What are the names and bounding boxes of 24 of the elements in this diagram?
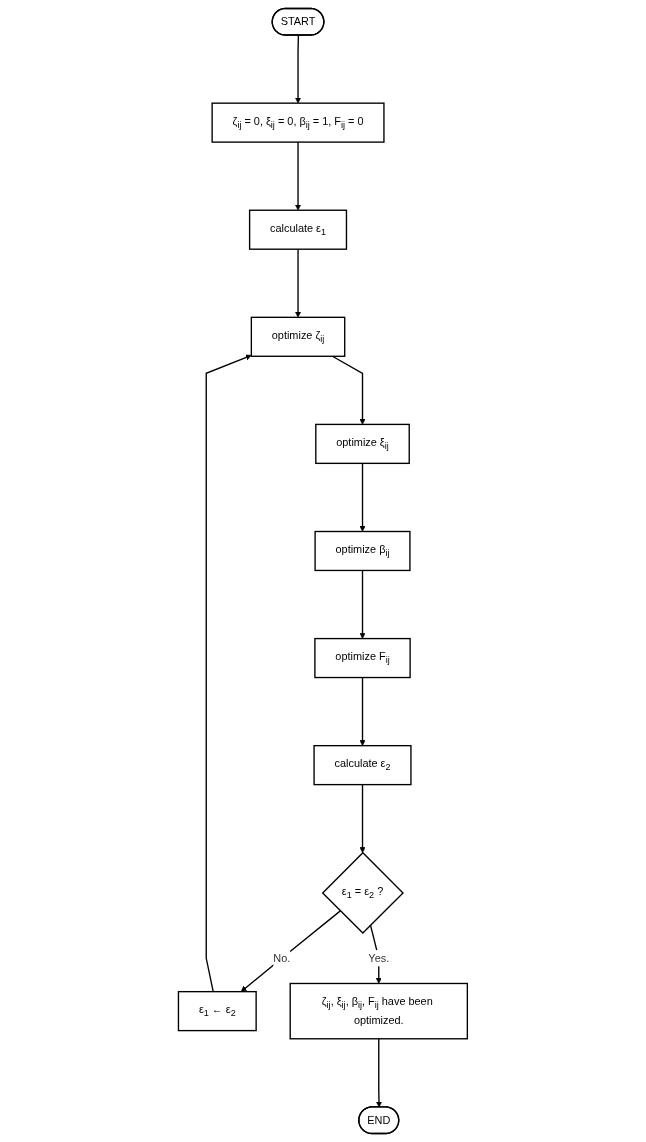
node-box: ζ$_{ij}$ = 0, ξ$_{ij}$ = 0, β$_{ij}$ = 1, F$_{ij}$ = 0: [211, 102, 385, 143]
arrow: [295, 34, 302, 104]
arrow: [295, 141, 302, 211]
node-box: calculate ε$_{2}$: [313, 745, 412, 786]
node-box: ε$_{1}$ ← ε$_{2}$: [177, 991, 257, 1032]
arrow: [359, 569, 366, 639]
node-box: optimize ζ$_{ij}$: [250, 316, 346, 357]
arrow: [359, 783, 366, 854]
edge-label: Yes.: [368, 952, 390, 964]
arrow: [369, 924, 382, 984]
node-box: optimize β$_{ij}$: [314, 530, 411, 572]
arrow: [205, 354, 252, 993]
node-box: optimize ξ$_{ij}$: [315, 423, 410, 465]
arrow: [331, 355, 366, 425]
arrow: [359, 676, 366, 746]
node-diamond: ε$_{1}$ = ε$_{2}$ ?: [321, 851, 405, 935]
edge-label: No.: [273, 952, 291, 964]
arrow: [376, 1038, 383, 1108]
arrow: [295, 248, 302, 318]
node-box: ζ$_{ij}$, ξ$_{ij}$, β$_{ij}$, F$_{ij}$ have been optimized.: [289, 982, 469, 1040]
arrow: [240, 910, 342, 992]
arrow: [359, 462, 366, 532]
node-box: calculate ε$_{1}$: [249, 209, 348, 250]
node-box: optimize F$_{ij}$: [314, 637, 411, 679]
